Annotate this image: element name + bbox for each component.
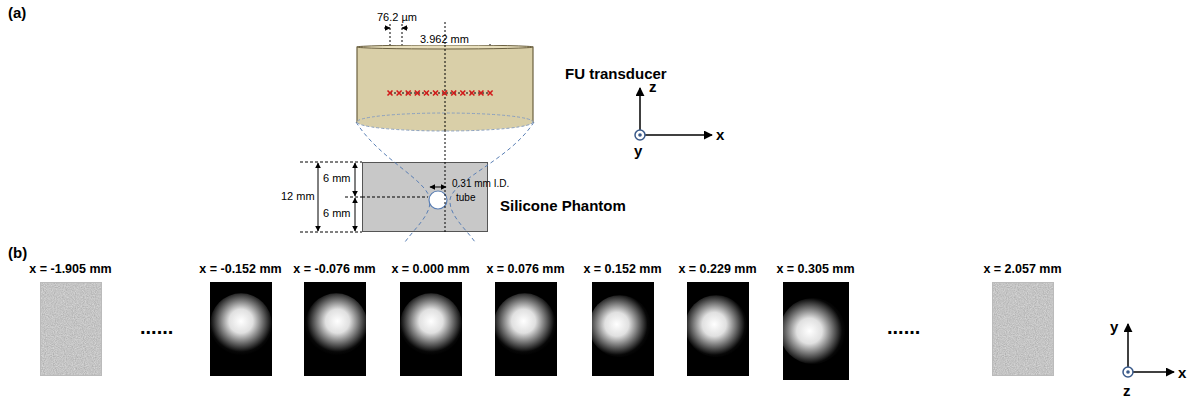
position-label: x = 0.076 mm: [484, 262, 567, 276]
image-panel: x = -1.905 mm: [27, 262, 114, 376]
axis-label: z: [649, 78, 657, 95]
ultrasound-image: [992, 282, 1054, 376]
panel-letter: (b): [8, 244, 27, 261]
position-label: x = 2.057 mm: [981, 262, 1064, 276]
image-panel: x = -0.076 mm: [291, 262, 378, 376]
ultrasound-image: [687, 282, 749, 376]
ultrasound-image: [783, 282, 849, 380]
image-frame: [783, 282, 849, 380]
image-frame: [592, 282, 654, 376]
ultrasound-image: [495, 282, 557, 376]
shape-outline: [355, 45, 535, 132]
position-label: x = -0.152 mm: [197, 262, 284, 276]
image-frame: [304, 282, 366, 376]
image-frame: [40, 282, 102, 376]
image-panel: x = 0.076 mm: [484, 262, 567, 376]
axis-label: z: [1123, 382, 1131, 399]
axis-label: x: [716, 126, 724, 143]
image-frame: [992, 282, 1054, 376]
transducer: FU transducer: [355, 45, 535, 132]
image-frame: [495, 282, 557, 376]
position-label: x = -1.905 mm: [27, 262, 114, 276]
ultrasound-image: [304, 282, 366, 376]
axis-label: y: [1110, 318, 1118, 335]
image-panel: x = 0.229 mm: [676, 262, 759, 376]
part-name: Silicone Phantom: [500, 197, 626, 214]
image-panel: x = 0.000 mm: [389, 262, 472, 376]
position-label: x = 0.229 mm: [676, 262, 759, 276]
part-name: tube: [456, 192, 475, 204]
position-label: x = 0.000 mm: [389, 262, 472, 276]
dimension: 12 mm: [281, 190, 315, 203]
image-panel: x = 0.152 mm: [581, 262, 664, 376]
image-panel: x = 2.057 mm: [981, 262, 1064, 376]
dimension: 6 mm: [323, 207, 351, 220]
axis-label: y: [634, 142, 642, 159]
ultrasound-image: [592, 282, 654, 376]
dimension: 76.2 µm: [377, 11, 417, 24]
panel-letter: (a): [8, 4, 26, 21]
position-label: x = -0.076 mm: [291, 262, 378, 276]
ellipsis: ......: [887, 316, 920, 339]
dimension: 6 mm: [323, 172, 351, 185]
ellipsis: ......: [140, 316, 173, 339]
axes-b: [1123, 324, 1174, 377]
position-label: x = 0.152 mm: [581, 262, 664, 276]
image-frame: [210, 282, 272, 376]
ultrasound-image: [40, 282, 102, 376]
dimension: 3.962 mm: [420, 33, 469, 46]
image-frame: [687, 282, 749, 376]
axis-label: x: [1178, 364, 1186, 381]
dimension: 0.31 mm I.D.: [452, 178, 509, 190]
position-label: x = 0.305 mm: [774, 262, 857, 276]
image-panel: x = -0.152 mm: [197, 262, 284, 376]
image-frame: [400, 282, 462, 376]
ultrasound-image: [400, 282, 462, 376]
image-panel: x = 0.305 mm: [774, 262, 857, 380]
ultrasound-image: [210, 282, 272, 376]
axes-a: [635, 88, 712, 140]
